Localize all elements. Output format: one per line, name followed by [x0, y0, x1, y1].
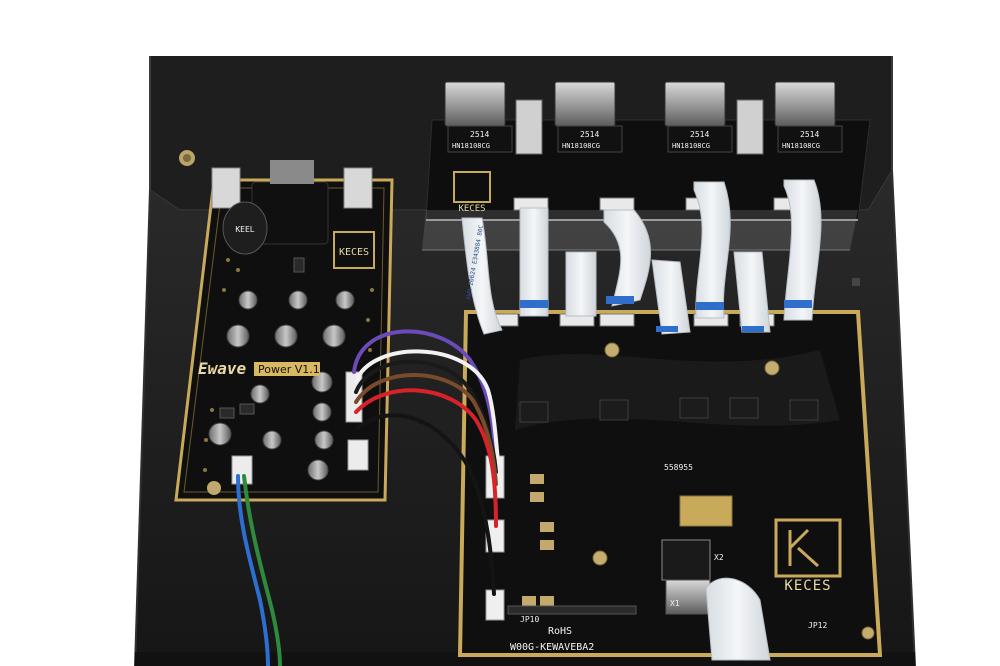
- rohs-label: RoHS: [548, 626, 572, 637]
- svg-text:KEEL: KEEL: [235, 225, 254, 234]
- chip-label-3: 2514: [690, 130, 709, 139]
- power-board-brand: Ewave: [198, 359, 247, 378]
- code-label: 558955: [664, 463, 693, 472]
- main-board: X1 X2 KECES 558955 JP10 JP12 RoHS W00G-K…: [457, 310, 883, 657]
- part-number-label: W00G-KEWAVEBA2: [510, 642, 594, 653]
- power-board: KEEL KECES Ewave Power V1.1: [174, 160, 394, 502]
- chip-label-2: 2514: [580, 130, 599, 139]
- top-board: 2514 2514 2514 2514 HN18108CG HN18108CG …: [422, 81, 871, 251]
- main-board-logo: KECES: [784, 578, 831, 594]
- part-label-4: HN18108CG: [782, 142, 820, 150]
- header-label-jp10: JP10: [520, 615, 539, 624]
- top-board-logo: KECES: [458, 204, 485, 214]
- wire-harness: [236, 329, 500, 666]
- power-board-model: Power V1.1: [258, 363, 320, 376]
- power-board-logo: KECES: [339, 247, 369, 258]
- crystal-label-2: X2: [714, 553, 724, 562]
- header-label-jp12: JP12: [808, 621, 827, 630]
- part-label-2: HN18108CG: [562, 142, 600, 150]
- part-label-3: HN18108CG: [672, 142, 710, 150]
- part-label-1: HN18108CG: [452, 142, 490, 150]
- chip-label-1: 2514: [470, 130, 489, 139]
- chip-label-4: 2514: [800, 130, 819, 139]
- ribbon-cables: [461, 179, 822, 661]
- crystal-label-1: X1: [670, 599, 680, 608]
